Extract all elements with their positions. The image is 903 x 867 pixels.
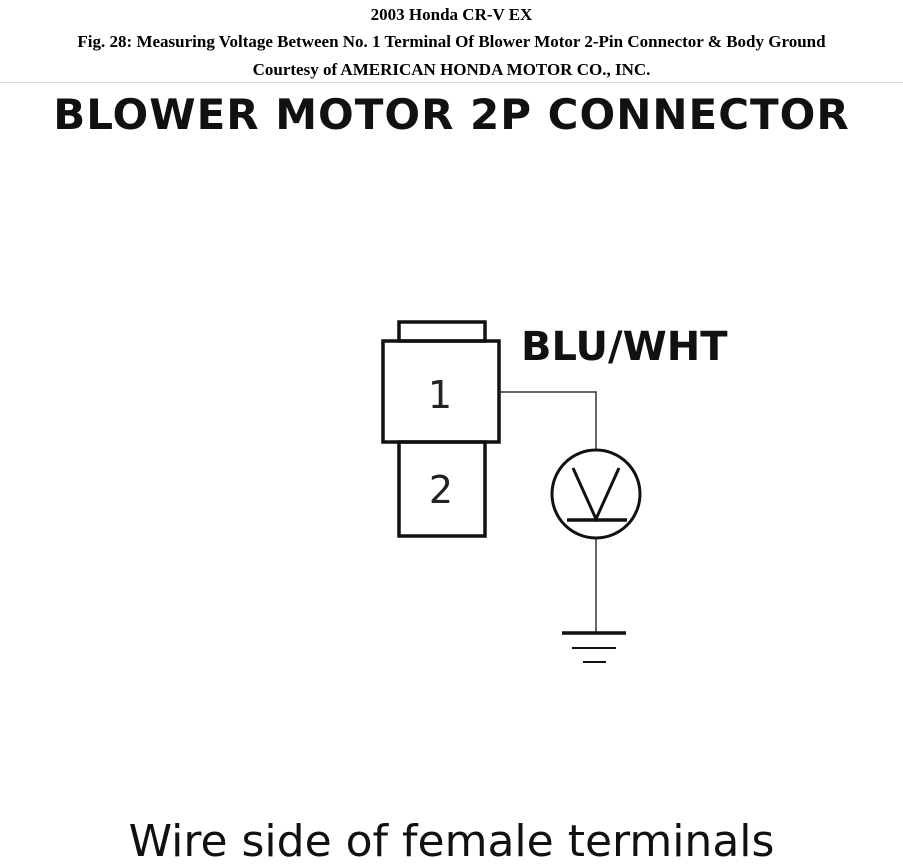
positive-lead	[499, 391, 597, 450]
figure-caption: Fig. 28: Measuring Voltage Between No. 1…	[77, 32, 826, 51]
courtesy-line: Courtesy of AMERICAN HONDA MOTOR CO., IN…	[252, 60, 651, 79]
terminal-1-label: 1	[428, 373, 452, 417]
connector-lock-tab	[397, 320, 487, 343]
header-divider	[0, 82, 903, 83]
voltmeter-icon	[550, 448, 642, 540]
terminal-view-caption: Wire side of female terminals	[128, 816, 775, 867]
terminal-2-label: 2	[429, 468, 453, 512]
diagram-title: BLOWER MOTOR 2P CONNECTOR	[53, 90, 850, 139]
terminal-2-cavity	[397, 440, 487, 538]
wire-color-label: BLU/WHT	[521, 324, 728, 370]
vehicle-title: 2003 Honda CR-V EX	[370, 5, 533, 24]
test-leads	[499, 391, 597, 632]
body-ground-icon	[562, 631, 626, 663]
